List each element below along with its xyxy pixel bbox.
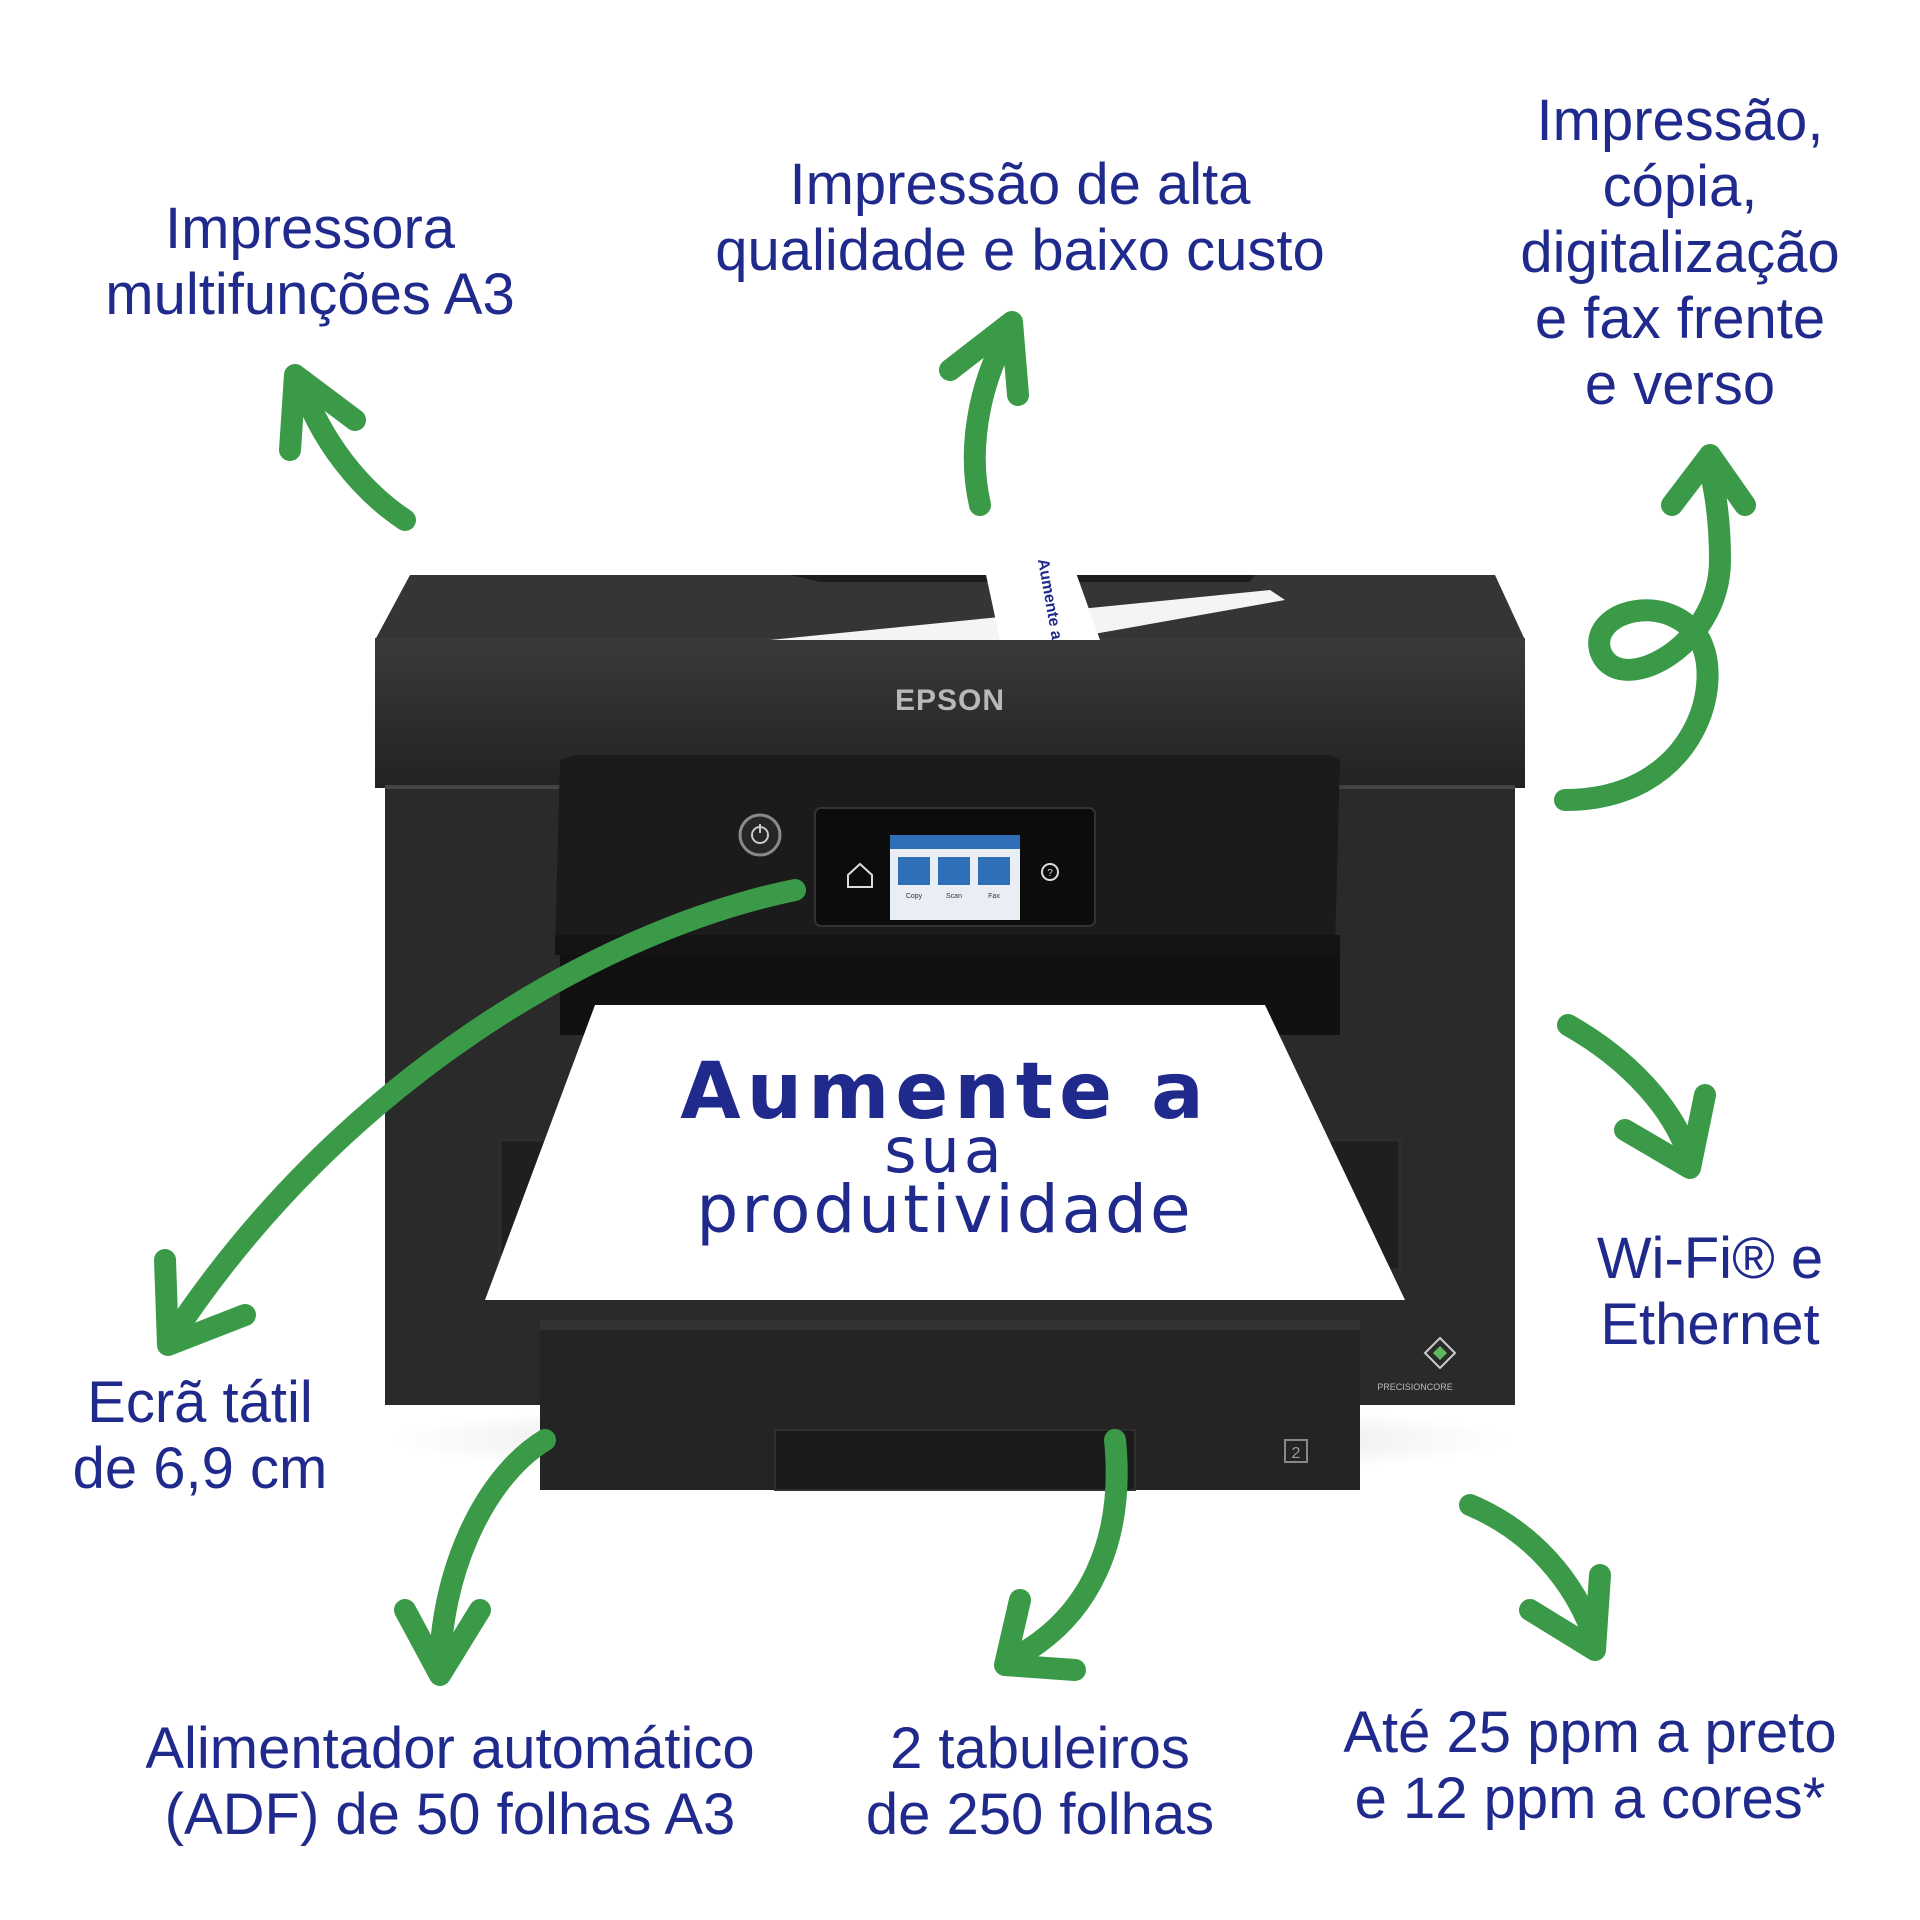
feature-line: e 12 ppm a cores* <box>1354 1766 1826 1831</box>
feature-line: multifunções A3 <box>105 262 515 327</box>
arrow-top-right-head <box>1661 444 1756 516</box>
paper-line2: sua <box>884 1114 1006 1187</box>
brand-logo: EPSON <box>895 684 1005 717</box>
feature-line: Alimentador automático <box>145 1716 755 1781</box>
feature-line: de 250 folhas <box>865 1782 1215 1847</box>
feature-quality-low-cost: Impressão de alta qualidade e baixo cust… <box>660 152 1380 284</box>
printed-paper: Aumente a sua produtividade <box>485 1005 1405 1300</box>
feature-line: cópia, <box>1602 154 1758 219</box>
arrow-touchscreen <box>159 879 806 1351</box>
svg-text:?: ? <box>1047 868 1053 879</box>
arrows <box>154 311 1756 1686</box>
home-icon[interactable] <box>847 862 873 888</box>
arrow-top-right <box>1554 459 1731 811</box>
feature-line: Impressão, <box>1536 88 1824 153</box>
precisioncore-badge: PRECISIONCORE <box>1377 1336 1457 1392</box>
feature-line: e fax frente <box>1534 286 1826 351</box>
feature-line: (ADF) de 50 folhas A3 <box>164 1782 736 1847</box>
paper-line3: produtividade <box>696 1171 1193 1248</box>
feature-line: Impressão de alta <box>789 152 1251 217</box>
arrow-top-center-head <box>939 311 1029 406</box>
feature-line: de 6,9 cm <box>72 1436 328 1501</box>
tray-number: 2 <box>1292 1445 1301 1462</box>
arrow-top-center <box>963 319 1021 516</box>
arrow-bottom-right-head <box>1519 1564 1611 1661</box>
arrow-right-head <box>1614 1084 1716 1179</box>
screen-fax-tile[interactable]: Fax <box>978 857 1010 900</box>
paper-headline: Aumente a <box>680 1047 1210 1137</box>
feature-line: e verso <box>1584 352 1776 417</box>
adf-paper: Aumente a <box>770 557 1285 641</box>
feature-paper-trays: 2 tabuleiros de 250 folhas <box>830 1716 1250 1848</box>
feature-print-copy-scan-fax: Impressão, cópia, digitalização e fax fr… <box>1480 88 1880 418</box>
feature-line: Até 25 ppm a preto <box>1343 1700 1837 1765</box>
power-button[interactable] <box>738 813 782 857</box>
feature-touchscreen: Ecrã tátil de 6,9 cm <box>40 1370 360 1502</box>
screen-scan-tile[interactable]: Scan <box>938 857 970 900</box>
feature-print-speed: Até 25 ppm a preto e 12 ppm a cores* <box>1290 1700 1890 1832</box>
feature-line: Wi-Fi® e <box>1596 1226 1824 1291</box>
feature-line: Ethernet <box>1600 1292 1820 1357</box>
arrow-bottom-left <box>429 1429 556 1681</box>
precisioncore-label: PRECISIONCORE <box>1377 1382 1453 1392</box>
arrow-bottom-center-head <box>994 1589 1086 1681</box>
paper-tray[interactable]: 2 <box>540 1320 1360 1491</box>
screen-copy-label: Copy <box>906 893 923 900</box>
arrow-bottom-left-head <box>394 1599 491 1686</box>
arrow-bottom-center <box>999 1429 1128 1671</box>
help-icon[interactable]: ? <box>1041 863 1059 881</box>
feature-line: qualidade e baixo custo <box>715 218 1325 283</box>
feature-adf: Alimentador automático (ADF) de 50 folha… <box>100 1716 800 1848</box>
screen-scan-label: Scan <box>946 893 962 900</box>
arrow-right <box>1557 1014 1701 1171</box>
arrow-top-left <box>289 369 416 531</box>
feature-line: digitalização <box>1520 220 1840 285</box>
feature-a3-multifunction: Impressora multifunções A3 <box>60 196 560 328</box>
feature-line: 2 tabuleiros <box>890 1716 1190 1781</box>
touchscreen[interactable]: Copy Scan Fax ? <box>814 807 1096 927</box>
arrow-touchscreen-head <box>154 1249 256 1356</box>
feature-line: Impressora <box>164 196 456 261</box>
feature-wifi-ethernet: Wi-Fi® e Ethernet <box>1560 1226 1860 1358</box>
screen-copy-tile[interactable]: Copy <box>898 857 930 900</box>
feature-line: Ecrã tátil <box>87 1370 313 1435</box>
screen-fax-label: Fax <box>988 893 1000 900</box>
arrow-top-left-head <box>279 364 366 461</box>
